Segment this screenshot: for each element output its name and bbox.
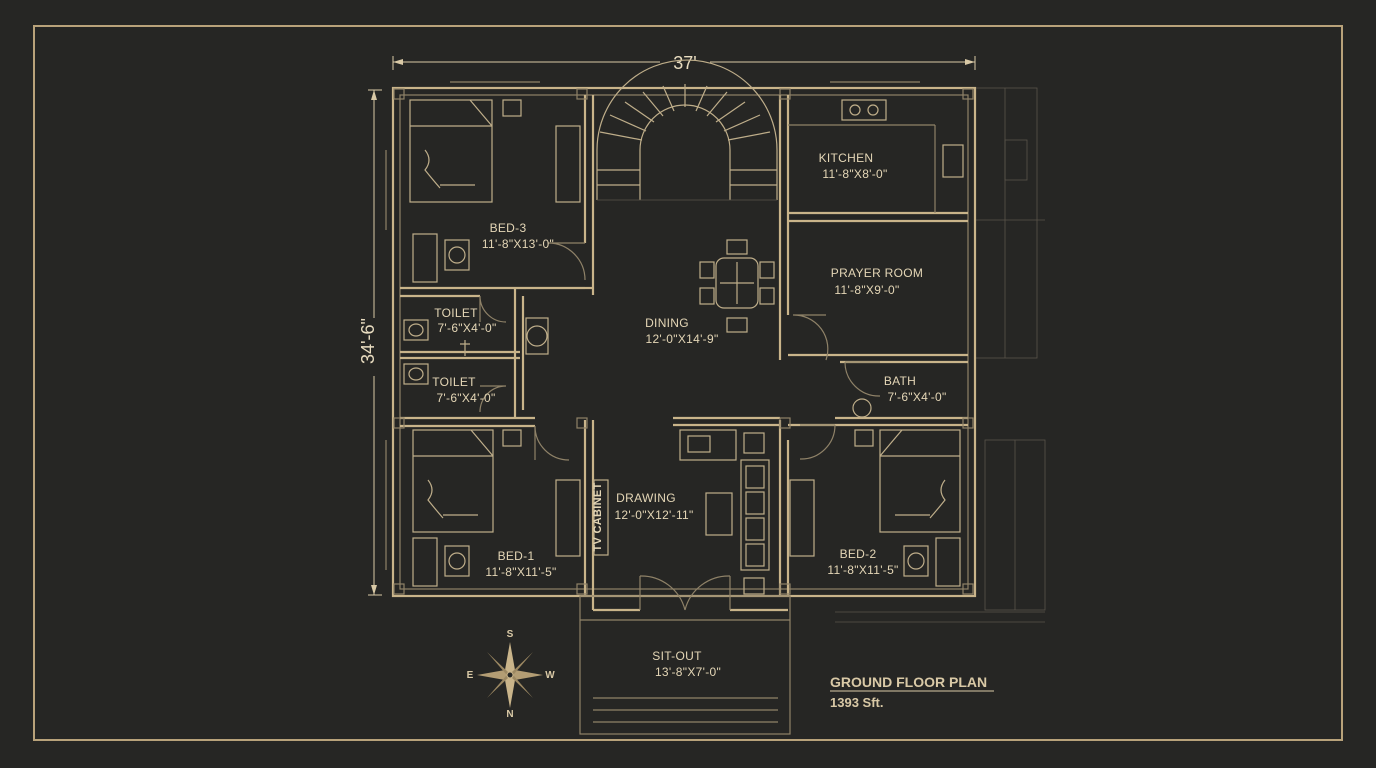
bed-1-bed [412,429,494,533]
room-name-toilet-1: TOILET [434,306,478,320]
dining-table [715,257,759,309]
room-size-bed-1: 11'-8"X11'-5" [485,565,556,579]
width-dimension: 37' [392,50,976,73]
stove [841,99,887,121]
background-ghost-lines [835,87,1046,623]
compass-label-s: S [507,629,514,640]
staircase [596,59,778,201]
room-name-toilet-2: TOILET [432,375,476,389]
tv-cabinet [593,479,609,556]
width-dimension-label: 37' [673,53,696,73]
title-block: GROUND FLOOR PLAN 1393 Sft. [830,674,994,710]
room-name-bed-1: BED-1 [498,549,535,563]
coffee-table [705,492,733,536]
room-name-bed-2: BED-2 [840,547,877,561]
height-dimension-label: 34'-6" [358,318,378,364]
furniture [403,99,964,595]
sofa [740,459,770,571]
room-size-sit-out: 13'-8"X7'-0" [655,665,721,679]
room-size-drawing: 12'-0"X12'-11" [614,508,693,522]
room-name-sit-out: SIT-OUT [652,649,702,663]
room-size-bath: 7'-6"X4'-0" [887,390,946,404]
room-size-kitchen: 11'-8"X8'-0" [822,167,887,181]
room-labels: BED-3 11'-8"X13'-0" KITCHEN 11'-8"X8'-0"… [432,151,946,679]
border-frame [33,25,1343,741]
room-size-prayer-room: 11'-8"X9'-0" [834,283,899,297]
plan-title: GROUND FLOOR PLAN [830,674,987,690]
room-size-toilet-2: 7'-6"X4'-0" [436,391,495,405]
plan-area: 1393 Sft. [830,695,883,710]
compass-label-w: W [545,670,555,681]
room-size-dining: 12'-0"X14'-9" [645,332,718,346]
compass-rose-icon: S N E W [467,629,556,720]
room-name-dining: DINING [645,316,689,330]
room-name-prayer-room: PRAYER ROOM [831,266,923,280]
bed-3-bed [409,99,493,203]
tv-cabinet-label: TV CABINET [592,483,604,552]
room-size-bed-2: 11'-8"X11'-5" [827,563,898,577]
walls [385,81,977,735]
kitchen-sink [942,144,964,178]
compass-label-n: N [506,709,513,720]
height-dimension: 34'-6" [358,89,386,596]
room-name-drawing: DRAWING [616,491,676,505]
room-name-kitchen: KITCHEN [819,151,874,165]
room-name-bed-3: BED-3 [490,221,527,235]
room-size-toilet-1: 7'-6"X4'-0" [437,321,496,335]
room-size-bed-3: 11'-8"X13'-0" [482,237,554,251]
room-name-bath: BATH [884,374,916,388]
doors [479,242,881,611]
compass-label-e: E [467,670,474,681]
bed-2-bed [879,429,961,533]
armchair [679,429,737,461]
